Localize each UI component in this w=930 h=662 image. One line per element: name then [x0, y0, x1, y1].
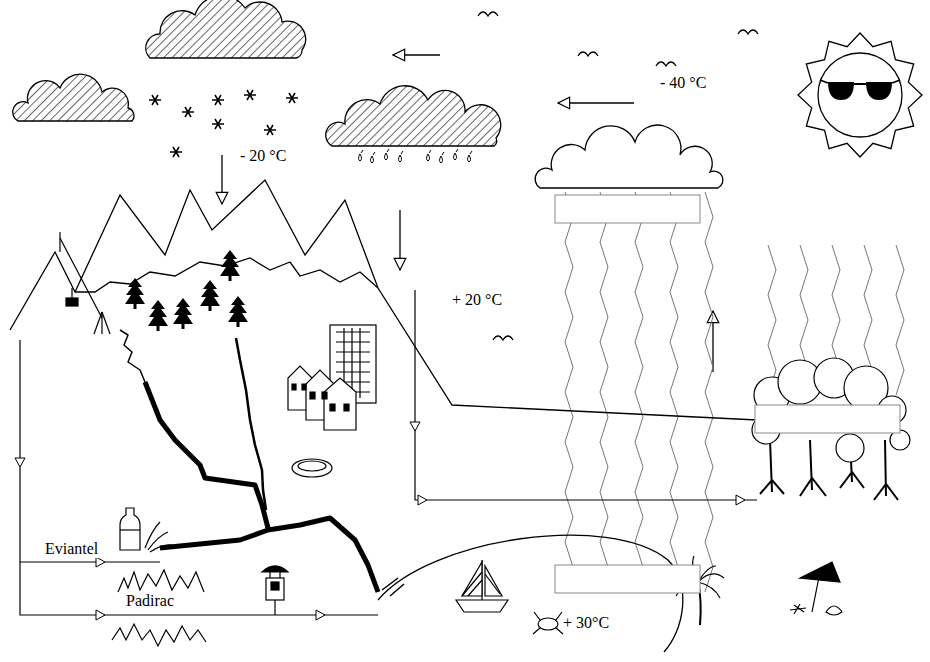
mountains: [10, 180, 757, 420]
sun: [798, 33, 922, 157]
forest: [752, 358, 910, 500]
blank-answer-boxes: [555, 195, 900, 593]
temperature-label: + 20 °C: [450, 291, 504, 309]
sailboat: [456, 560, 508, 612]
groundwater-lines: [20, 290, 757, 615]
sea: [378, 535, 683, 652]
town: [288, 325, 376, 477]
flow-triangles: [15, 422, 745, 620]
raindrops: [359, 149, 473, 163]
beach: [533, 556, 842, 634]
temperature-label: - 40 °C: [658, 74, 708, 92]
flow-arrows: [222, 55, 713, 372]
cave: [112, 570, 206, 646]
birds: [478, 12, 758, 340]
spring-label: Eviantel: [43, 540, 100, 558]
cable-car: [60, 232, 110, 334]
temperature-label: - 20 °C: [238, 147, 288, 165]
conifers: [125, 250, 248, 331]
evaporation-lines: [565, 192, 904, 592]
cave-label: Padirac: [124, 592, 176, 610]
temperature-label: + 30°C: [561, 614, 611, 632]
well: [262, 566, 288, 600]
spring-bottle: [120, 508, 172, 552]
clouds: [13, 0, 723, 188]
